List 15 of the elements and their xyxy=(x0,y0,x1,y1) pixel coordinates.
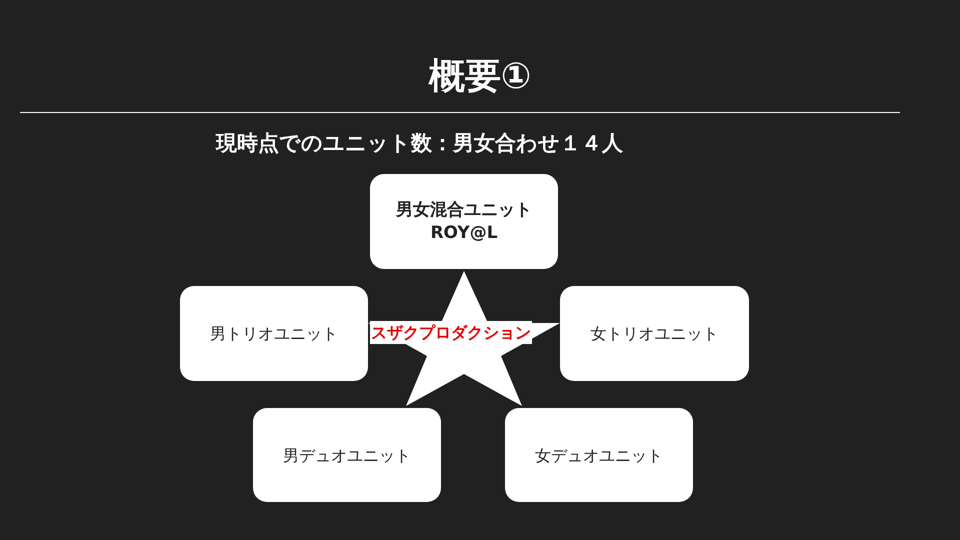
unit-category: 男女混合ユニット xyxy=(396,198,532,222)
unit-name: 男デュオユニット xyxy=(283,444,411,466)
unit-name: 女トリオユニット xyxy=(590,323,718,345)
unit-box xyxy=(253,408,441,502)
unit-box xyxy=(560,286,749,381)
unit-name: 女デュオユニット xyxy=(535,444,663,466)
unit-name: ROY@L xyxy=(430,222,498,244)
unit-box xyxy=(370,174,558,269)
unit-name: 男トリオユニット xyxy=(210,323,338,345)
agency-name: スザクプロダクション xyxy=(370,321,532,344)
unit-box xyxy=(505,408,693,502)
unit-box xyxy=(180,286,368,381)
subtitle-text: 現時点でのユニット数：男女合わせ１４人 xyxy=(216,130,623,157)
star-shape xyxy=(368,271,560,406)
slide-title: 概要① xyxy=(428,56,532,97)
